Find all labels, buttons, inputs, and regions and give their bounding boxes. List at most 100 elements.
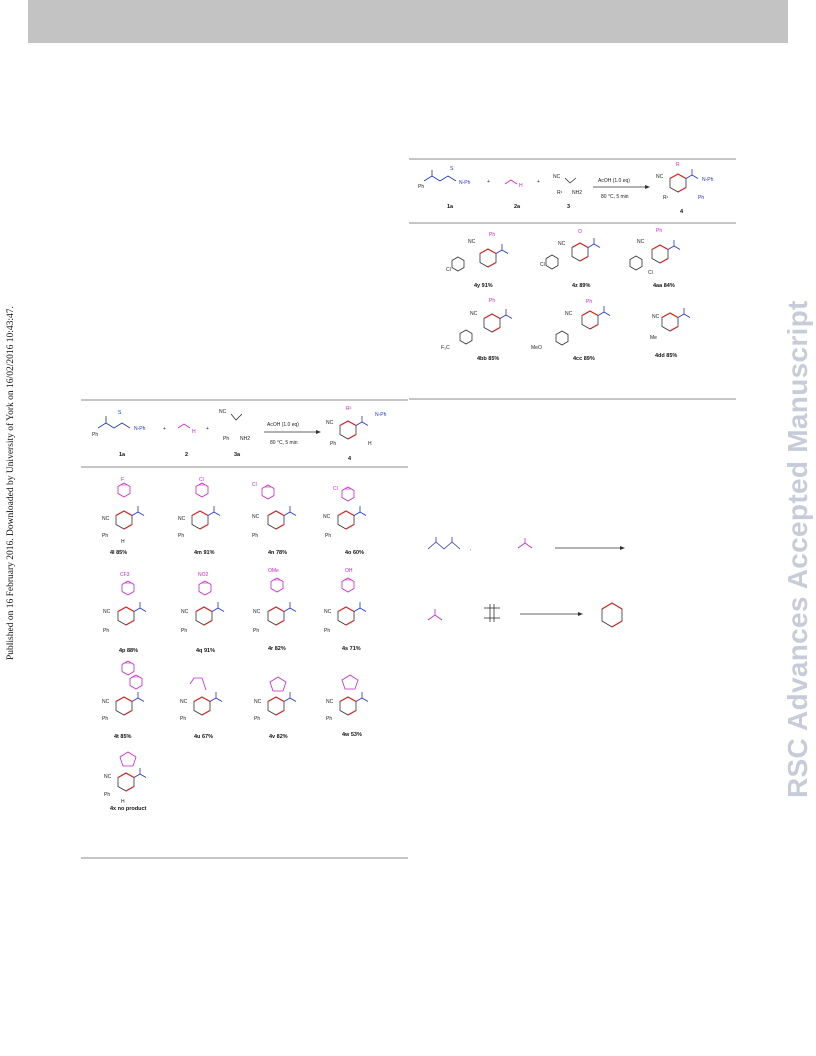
svg-text:NC: NC [326,699,334,705]
svg-text:O: O [578,229,582,235]
svg-text:+: + [206,426,209,432]
svg-text:,: , [470,546,471,552]
reactant-2-label: 2 [185,452,188,458]
product-4aa: 4aa 84% [653,283,675,289]
svg-text:NC: NC [181,609,189,615]
svg-text:Ph: Ph [103,628,109,634]
svg-text:NC: NC [565,311,573,317]
svg-text:Cl: Cl [252,482,257,488]
svg-text:Ph: Ph [326,716,332,722]
svg-text:NO2: NO2 [198,572,209,578]
svg-text:F: F [121,477,124,483]
svg-text:4p 88%: 4p 88% [119,648,138,654]
svg-text:Cl: Cl [540,262,545,268]
svg-text:Ph: Ph [252,533,258,539]
svg-text:R¹: R¹ [663,195,669,201]
svg-text:NC: NC [219,409,227,415]
svg-text:Ph: Ph [92,432,98,438]
svg-text:NC: NC [637,239,645,245]
svg-text:CF3: CF3 [120,572,130,578]
reactant-3-label: 3 [567,204,570,210]
svg-text:4w 53%: 4w 53% [342,732,362,738]
reactant-1a-label: 1a [447,204,454,210]
svg-text:Ph: Ph [223,436,229,442]
svg-text:NC: NC [253,609,261,615]
svg-text:Ph: Ph [325,533,331,539]
svg-text:4o 60%: 4o 60% [345,550,364,556]
svg-text:R¹: R¹ [557,190,563,196]
product-4-label: 4 [680,209,684,215]
svg-text:H: H [121,539,125,545]
svg-text:+: + [537,179,540,185]
svg-text:NC: NC [178,516,186,522]
svg-text:Ph: Ph [489,298,495,304]
svg-text:OMe: OMe [268,568,279,574]
compound-4p: CF3 NC Ph 4p 88% [103,572,147,654]
svg-text:Ph: Ph [104,792,110,798]
svg-text:NC: NC [102,516,110,522]
svg-text:N-Ph: N-Ph [134,426,146,432]
svg-text:Ph: Ph [330,441,336,447]
reactant-2a-label: 2a [514,204,521,210]
svg-text:NC: NC [553,174,561,180]
svg-text:4r 82%: 4r 82% [268,646,286,652]
svg-text:Cl: Cl [648,270,653,276]
svg-text:MeO: MeO [531,345,542,351]
svg-text:Ph: Ph [180,716,186,722]
product-4dd: 4dd 85% [655,353,677,359]
svg-text:NC: NC [656,174,664,180]
svg-text:Ph: Ph [489,232,495,238]
svg-text:4x no product: 4x no product [110,806,147,812]
compound-4r: OMe NC Ph 4r 82% [253,568,297,652]
svg-text:N-Ph: N-Ph [459,180,471,186]
svg-text:4u 67%: 4u 67% [194,734,213,740]
svg-text:NC: NC [102,699,110,705]
svg-text:NC: NC [558,241,566,247]
svg-text:Ph: Ph [253,628,259,634]
compound-4w: NC Ph 4w 53% [326,674,369,738]
top-condition-1: AcOH (1.0 eq) [598,178,630,184]
svg-text:Cl: Cl [333,486,338,492]
svg-text:Ph: Ph [698,195,704,201]
svg-text:NC: NC [180,699,188,705]
svg-text:H: H [519,183,523,189]
svg-text:S: S [450,166,454,172]
svg-text:H: H [192,429,196,435]
left-condition-2: 80 °C, 5 min [270,440,298,446]
svg-text:R²: R² [346,406,352,412]
top-condition-2: 80 °C, 5 min [601,194,629,200]
svg-text:NH2: NH2 [572,190,582,196]
svg-text:Ph: Ph [178,533,184,539]
svg-text:NC: NC [326,420,334,426]
svg-text:4l 85%: 4l 85% [110,550,127,556]
svg-text:F₃C: F₃C [441,345,450,351]
svg-text:NC: NC [103,609,111,615]
svg-text:Cl: Cl [199,477,204,483]
svg-text:Ph: Ph [656,228,662,234]
svg-text:4t 85%: 4t 85% [114,734,132,740]
svg-text:N-Ph: N-Ph [375,412,387,418]
svg-text:NC: NC [470,311,478,317]
svg-text:NC: NC [324,609,332,615]
svg-text:NC: NC [254,699,262,705]
reactant-3a-label: 3a [234,452,241,458]
product-4cc: 4cc 89% [573,356,595,362]
product-4bb: 4bb 85% [477,356,499,362]
compound-4u: NC Ph 4u 67% [180,677,223,740]
svg-text:4s 71%: 4s 71% [342,646,361,652]
compound-4o: Cl NC Ph 4o 60% [323,486,367,556]
svg-text:Ph: Ph [586,299,592,305]
svg-text:Ph: Ph [254,716,260,722]
svg-text:NC: NC [252,514,260,520]
svg-text:S: S [118,410,122,416]
svg-text:NC: NC [468,239,476,245]
svg-text:Me: Me [650,335,657,341]
mechanism-row-2 [427,602,623,628]
svg-text:NC: NC [323,514,331,520]
